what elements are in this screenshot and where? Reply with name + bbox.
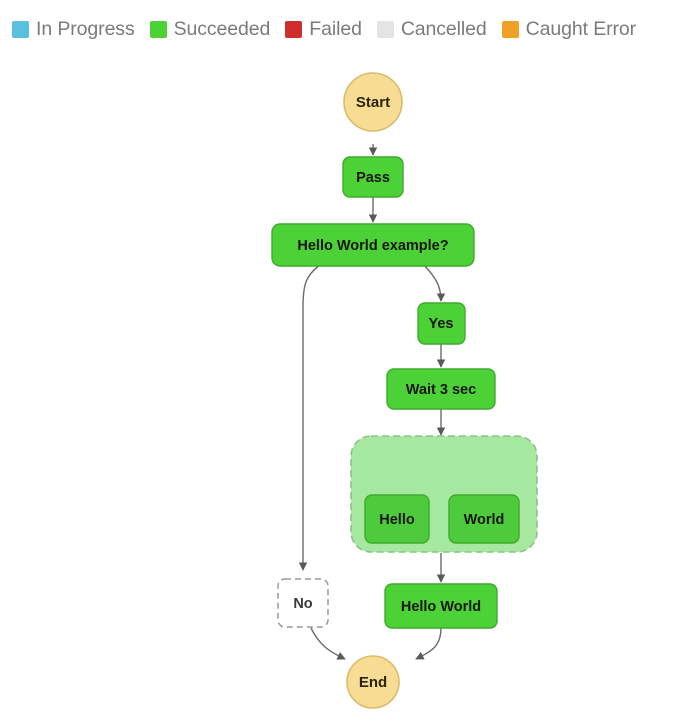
node-yes[interactable]: Yes	[417, 302, 466, 345]
end-node-body[interactable]	[346, 655, 400, 709]
legend-item-in-progress: In Progress	[12, 18, 135, 41]
status-swatch-succeeded	[149, 20, 167, 38]
yes-node-body[interactable]	[417, 302, 466, 345]
node-hello[interactable]: Hello	[364, 494, 430, 544]
start-node-body[interactable]	[343, 72, 403, 132]
node-world[interactable]: World	[448, 494, 520, 544]
legend-label-cancelled: Cancelled	[400, 17, 487, 40]
workflow-graph[interactable]: Start Pass Hello World example? Yes Wait…	[0, 58, 700, 722]
status-legend: In Progress Succeeded Failed Cancelled C…	[0, 0, 700, 58]
hello-node-body[interactable]	[364, 494, 430, 544]
status-swatch-cancelled	[376, 20, 394, 38]
status-swatch-caught-error	[501, 20, 519, 38]
edge-choice-to-no	[298, 264, 321, 571]
world-node-body[interactable]	[448, 494, 520, 544]
node-start[interactable]: Start	[343, 72, 403, 132]
edge-choice-to-yes	[423, 264, 446, 302]
legend-label-succeeded: Succeeded	[173, 17, 271, 40]
node-no[interactable]: No	[277, 578, 329, 628]
no-node-body[interactable]	[277, 578, 329, 628]
legend-label-in-progress: In Progress	[36, 17, 135, 40]
legend-item-failed: Failed	[285, 18, 362, 41]
node-wait[interactable]: Wait 3 sec	[386, 368, 496, 410]
node-end[interactable]: End	[346, 655, 400, 709]
pass-node-body[interactable]	[342, 156, 404, 198]
node-hello-world[interactable]: Hello World	[384, 583, 498, 629]
legend-item-succeeded: Succeeded	[149, 17, 271, 41]
legend-item-cancelled: Cancelled	[376, 17, 487, 41]
edge-hello-world-to-end	[415, 627, 442, 660]
node-pass[interactable]: Pass	[342, 156, 404, 198]
hello-world-node-body[interactable]	[384, 583, 498, 629]
edge-no-to-end	[310, 627, 346, 660]
status-swatch-failed	[285, 20, 303, 38]
status-swatch-in-progress	[12, 20, 29, 38]
node-choice[interactable]: Hello World example?	[271, 223, 475, 267]
legend-label-caught-error: Caught Error	[525, 17, 637, 40]
legend-label-failed: Failed	[309, 17, 362, 40]
wait-node-body[interactable]	[386, 368, 496, 410]
legend-item-caught-error: Caught Error	[501, 17, 637, 41]
choice-node-body[interactable]	[271, 223, 475, 267]
